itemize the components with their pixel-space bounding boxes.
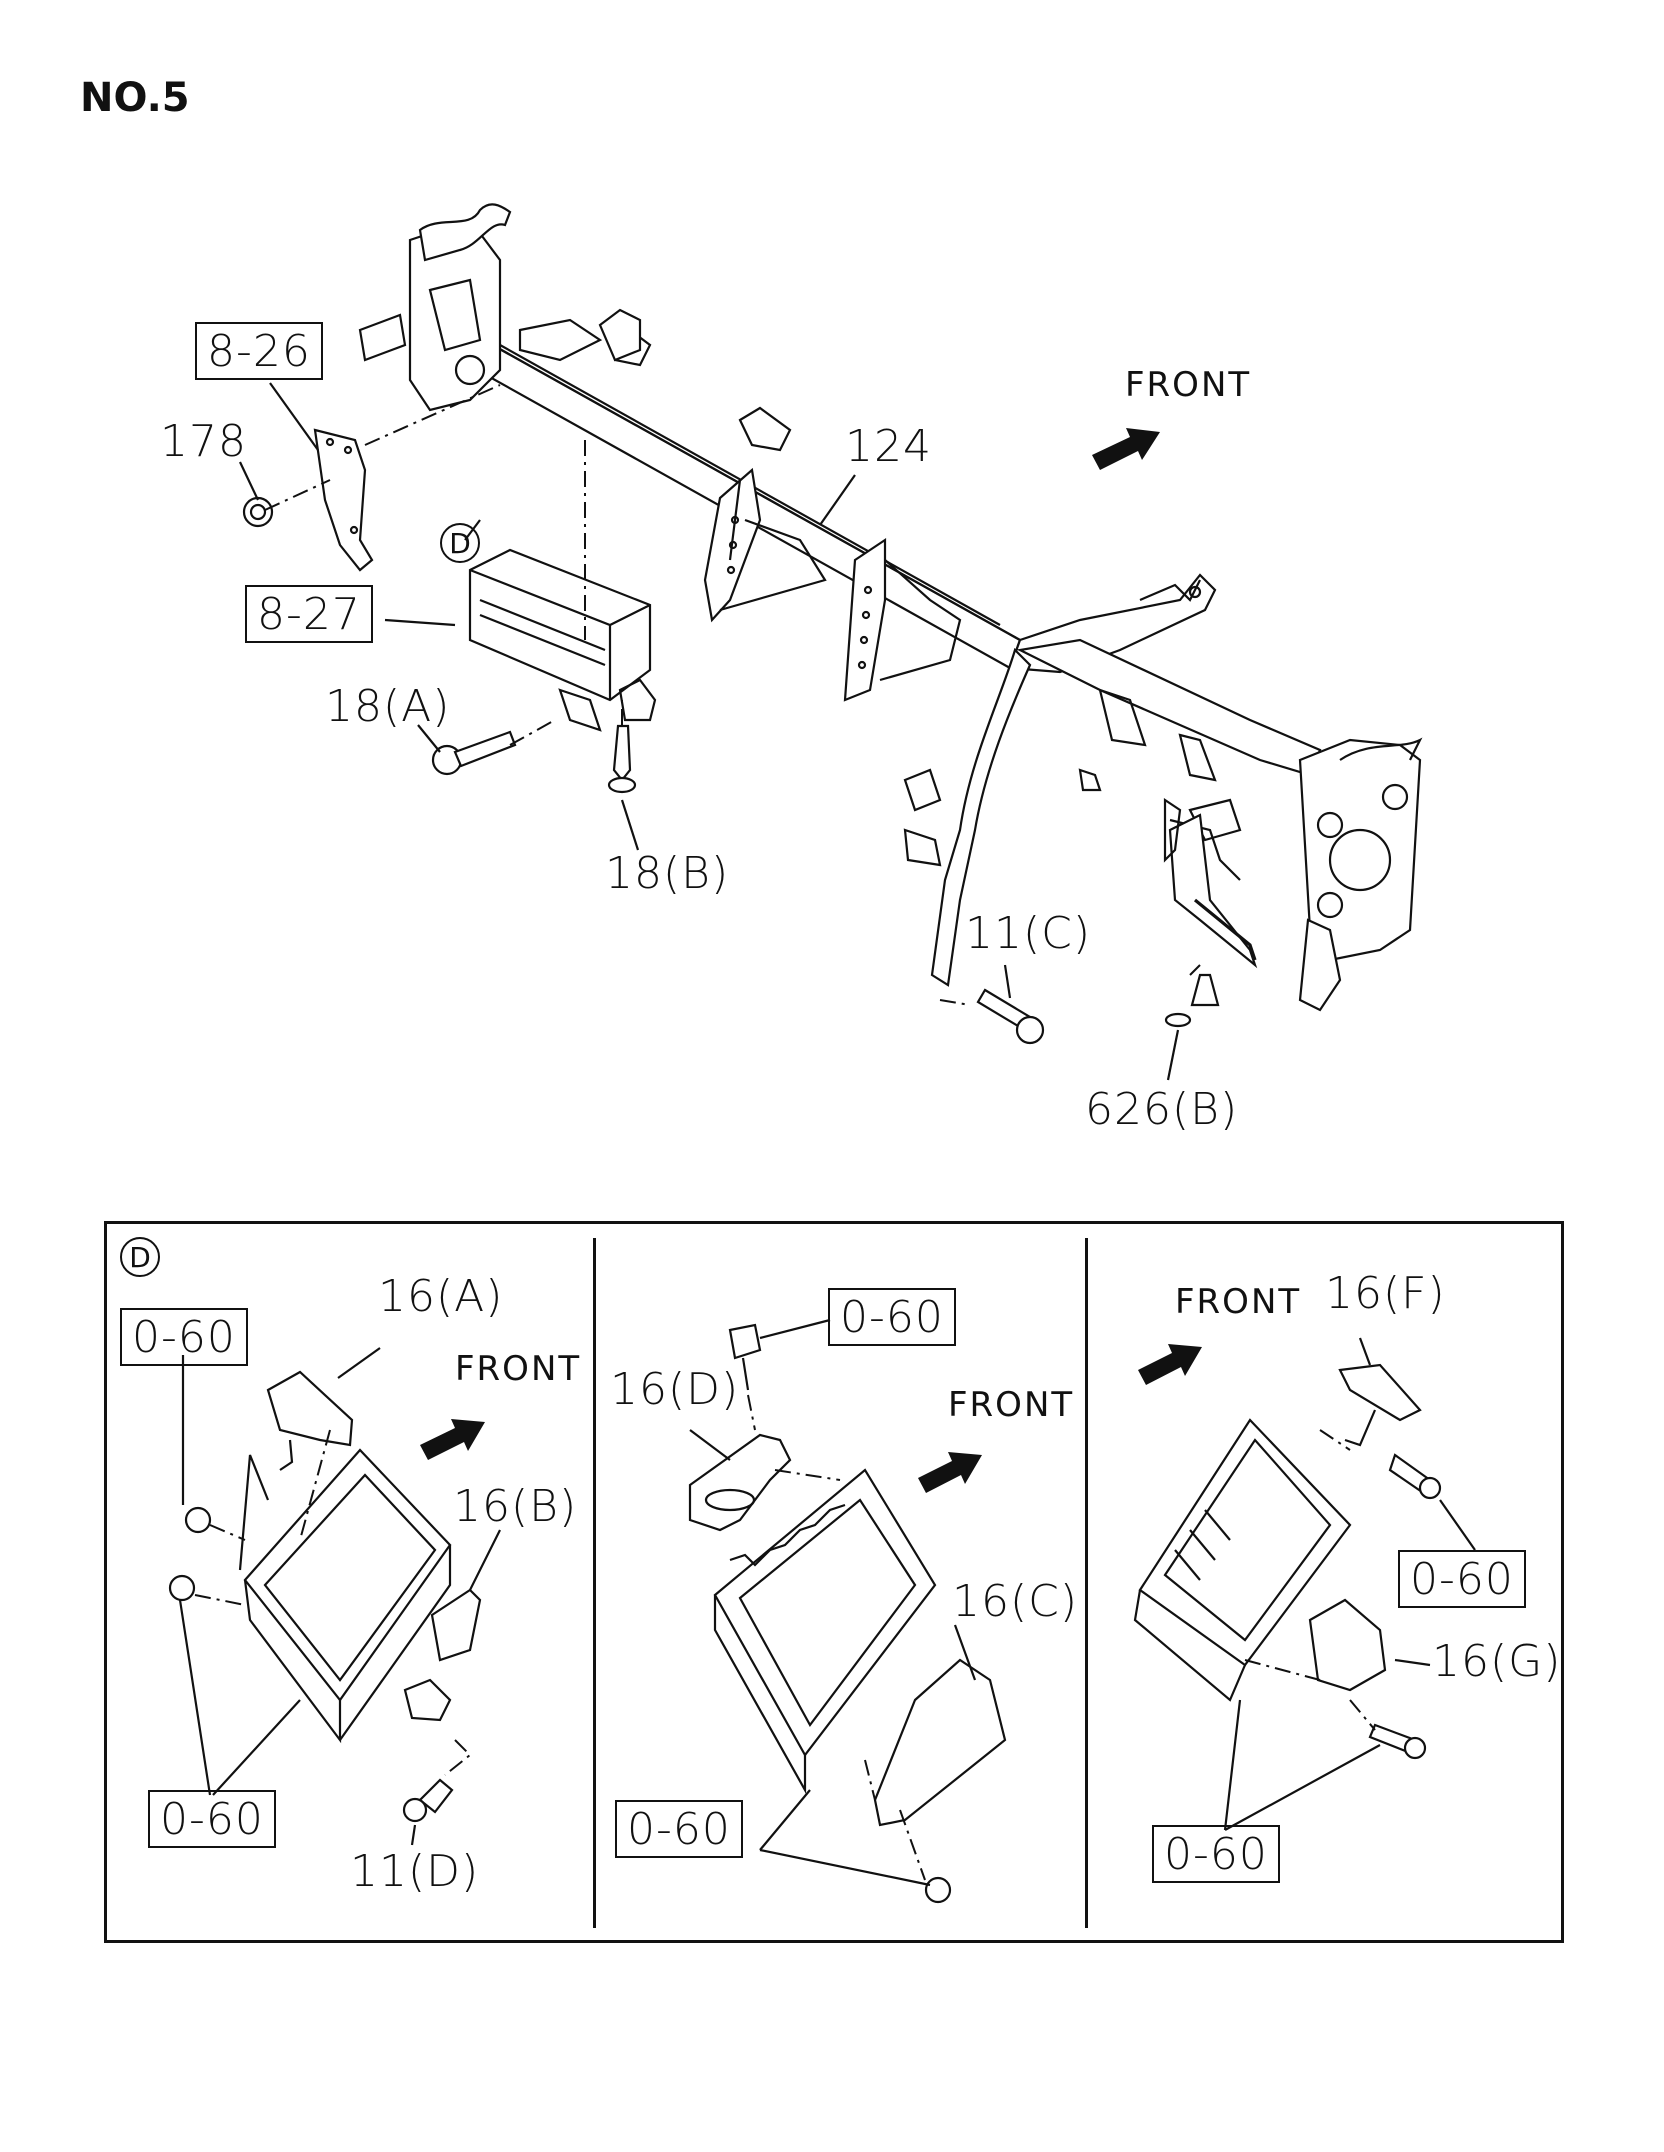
callout-0-60: 0-60 — [615, 1800, 743, 1858]
callout-8-26: 8-26 — [195, 322, 323, 380]
callout-16d: 16(D) — [610, 1364, 740, 1415]
front-label-panel3: FRONT — [1175, 1282, 1302, 1322]
front-arrow-icon — [1092, 428, 1160, 470]
inset-divider — [593, 1238, 596, 1928]
bolt-18a — [431, 730, 517, 776]
callout-0-60: 0-60 — [1398, 1550, 1526, 1608]
callout-18b: 18(B) — [605, 848, 730, 899]
callout-16g: 16(G) — [1432, 1636, 1562, 1687]
front-arrow-icon — [420, 1419, 485, 1460]
inset-divider — [1085, 1238, 1088, 1928]
callout-0-60: 0-60 — [828, 1288, 956, 1346]
cross-beam-124 — [358, 203, 1423, 1012]
front-arrow-icon — [918, 1452, 982, 1493]
callout-16a: 16(A) — [378, 1271, 504, 1322]
clip-626b — [1164, 973, 1220, 1028]
inset-panel-3-drawing — [1133, 1337, 1476, 1831]
detail-inset-frame — [104, 1221, 1564, 1943]
callout-16b: 16(B) — [453, 1481, 578, 1532]
nut-178 — [242, 496, 274, 528]
detail-circle-icon: D — [120, 1237, 160, 1277]
callout-124: 124 — [845, 421, 932, 472]
inset-panel-2-drawing — [688, 1318, 1007, 1904]
detail-circle-icon: D — [440, 523, 480, 563]
callout-178: 178 — [160, 416, 247, 467]
callout-626b: 626(B) — [1085, 1084, 1239, 1135]
callout-0-60: 0-60 — [120, 1308, 248, 1366]
front-label-panel2: FRONT — [948, 1385, 1075, 1425]
callout-16c: 16(C) — [952, 1576, 1079, 1627]
callout-8-27: 8-27 — [245, 585, 373, 643]
callout-18a: 18(A) — [325, 681, 451, 732]
callout-11c: 11(C) — [965, 908, 1092, 959]
bolt-11c — [976, 988, 1045, 1045]
front-arrow-icon — [1138, 1344, 1202, 1385]
screw-18b — [607, 724, 637, 794]
callout-11d: 11(D) — [350, 1846, 480, 1897]
bracket-8-26 — [313, 428, 374, 572]
callout-0-60: 0-60 — [1152, 1825, 1280, 1883]
front-label-panel1: FRONT — [455, 1349, 582, 1389]
inset-panel-1-drawing — [168, 1347, 501, 1846]
callout-0-60: 0-60 — [148, 1790, 276, 1848]
callout-16f: 16(F) — [1325, 1268, 1446, 1319]
front-label-main: FRONT — [1125, 365, 1252, 405]
page-title: NO.5 — [80, 75, 190, 121]
ecu-unit-8-27 — [468, 548, 657, 732]
